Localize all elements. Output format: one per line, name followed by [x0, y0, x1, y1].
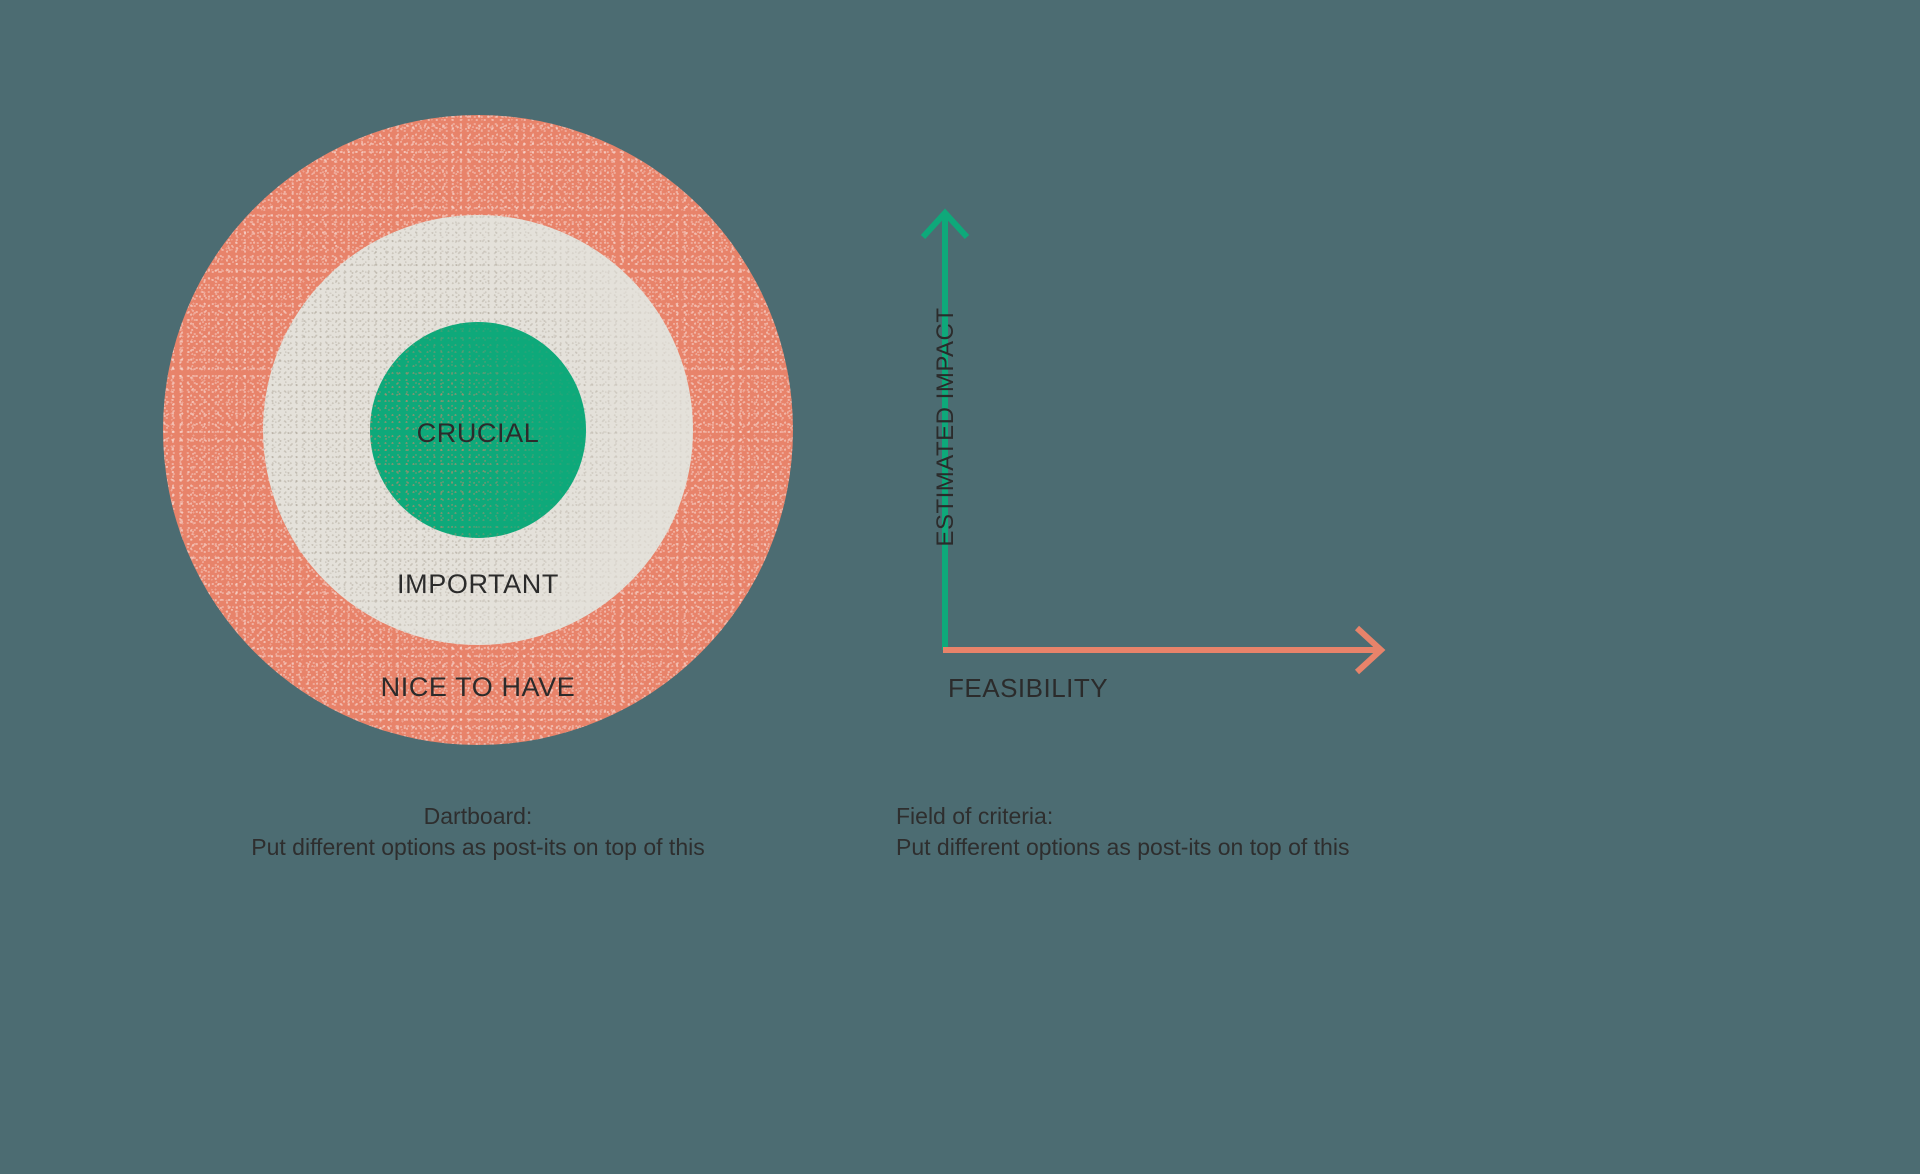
- ring-crucial[interactable]: [370, 322, 586, 538]
- axis-label-estimated-impact: ESTIMATED IMPACT: [932, 307, 959, 547]
- ring-label-nice-to-have: NICE TO HAVE: [380, 672, 576, 702]
- x-axis-arrow-icon: [943, 625, 1386, 675]
- dartboard-caption-line2: Put different options as post-its on top…: [251, 834, 705, 860]
- ring-label-important: IMPORTANT: [397, 569, 559, 599]
- y-axis-arrow-icon: [920, 208, 970, 650]
- axis-label-feasibility: FEASIBILITY: [948, 673, 1109, 703]
- criteria-field-caption: Field of criteria: Put different options…: [896, 801, 1349, 863]
- axes-svg: [920, 208, 1386, 675]
- dartboard-caption: Dartboard: Put different options as post…: [178, 801, 778, 863]
- criteria-field-caption-line2: Put different options as post-its on top…: [896, 834, 1350, 860]
- dartboard-diagram: CRUCIAL IMPORTANT NICE TO HAVE: [163, 115, 793, 745]
- dartboard-caption-line1: Dartboard:: [423, 803, 533, 829]
- criteria-field-caption-line1: Field of criteria:: [896, 803, 1054, 829]
- ring-label-crucial: CRUCIAL: [416, 418, 540, 448]
- criteria-field-diagram: ESTIMATED IMPACT FEASIBILITY: [893, 195, 1413, 715]
